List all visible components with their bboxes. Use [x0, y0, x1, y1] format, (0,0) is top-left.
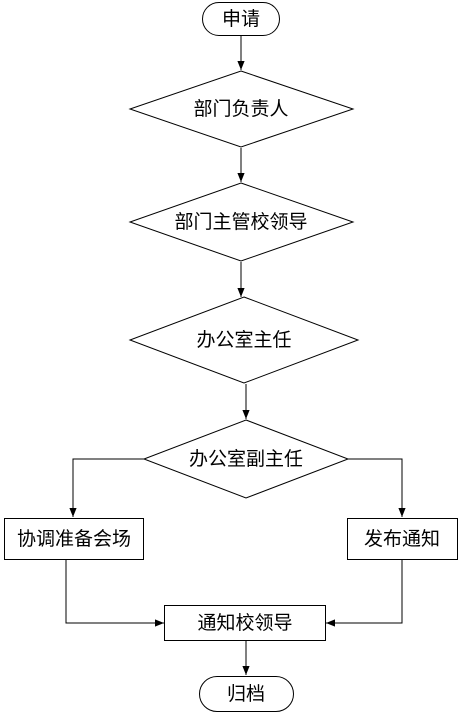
- node-coordinate-venue-label: 协调准备会场: [17, 528, 131, 550]
- node-office-deputy-label: 办公室副主任: [189, 448, 303, 470]
- edge-coordinate-venue-to-notify-leaders: [65, 560, 164, 627]
- node-archive: 归档: [199, 676, 294, 712]
- process-shape: [347, 518, 458, 560]
- node-publish-notice-label: 发布通知: [364, 528, 440, 550]
- edge-office-deputy-to-coordinate-venue: [69, 458, 144, 517]
- decision-shape: [128, 296, 360, 384]
- node-notify-leaders: 通知校领导: [164, 605, 326, 641]
- node-office-director: 办公室主任: [128, 296, 360, 384]
- decision-shape: [128, 182, 355, 262]
- terminal-shape: [202, 2, 280, 36]
- edge-publish-notice-to-notify-leaders: [326, 560, 403, 627]
- terminal-shape: [199, 676, 294, 712]
- process-shape: [4, 518, 144, 560]
- decision-shape: [128, 70, 355, 148]
- process-shape: [164, 605, 326, 641]
- node-notify-leaders-label: 通知校领导: [197, 612, 292, 634]
- node-dept-leader: 部门主管校领导: [128, 182, 355, 262]
- node-archive-label: 归档: [227, 683, 265, 705]
- node-dept-head-label: 部门负责人: [193, 98, 288, 120]
- node-dept-leader-label: 部门主管校领导: [174, 211, 307, 233]
- decision-shape: [142, 419, 350, 499]
- node-office-deputy: 办公室副主任: [142, 419, 350, 499]
- node-start-label: 申请: [222, 8, 260, 30]
- node-start: 申请: [202, 2, 280, 36]
- node-publish-notice: 发布通知: [347, 518, 458, 560]
- node-office-director-label: 办公室主任: [196, 329, 291, 351]
- node-coordinate-venue: 协调准备会场: [4, 518, 144, 560]
- edge-office-deputy-to-publish-notice: [348, 458, 406, 517]
- node-dept-head: 部门负责人: [128, 70, 355, 148]
